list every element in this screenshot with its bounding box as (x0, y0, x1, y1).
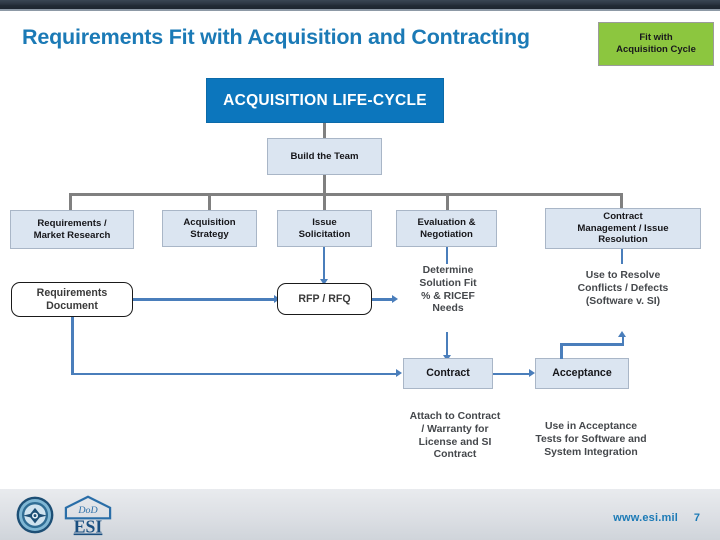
artifact-label-contract: Contract (426, 366, 470, 379)
artifact-label-rfp-rfq: RFP / RFQ (298, 292, 351, 305)
build-the-team-box: Build the Team (267, 138, 382, 175)
dod-seal-icon (16, 496, 54, 534)
phase-box-requirements-market-research: Requirements /Market Research (10, 210, 134, 249)
connector-drop-acquisition-strategy (208, 193, 211, 210)
phase-box-evaluation-negotiation: Evaluation &Negotiation (396, 210, 497, 247)
svg-text:DoD: DoD (77, 505, 98, 516)
connector-acceptance-elbow (560, 343, 624, 346)
connector-contract-mgmt-to-caption (621, 249, 623, 264)
connector-acceptance-up (560, 343, 563, 359)
connector-phase-bus (69, 193, 623, 196)
caption-determine-solution-fit: Determine Solution Fit % & RICEF Needs (419, 265, 477, 315)
badge-line-2: Acquisition Cycle (616, 44, 696, 55)
arrowhead-reqdoc-to-contract (396, 369, 402, 377)
connector-acceptance-to-resolve (621, 336, 624, 345)
footer-page-number: 7 (693, 512, 700, 524)
artifact-label-acceptance: Acceptance (552, 366, 612, 379)
phase-label-evaluation-negotiation: Evaluation &Negotiation (417, 217, 476, 240)
acquisition-life-cycle-header-box: ACQUISITION LIFE-CYCLE (206, 78, 444, 123)
connector-drop-contract-management (620, 193, 623, 210)
caption-use-to-resolve: Use to Resolve Conflicts / Defects (Soft… (577, 270, 669, 307)
arrowhead-acceptance-to-resolve (618, 331, 626, 337)
footer-website-link[interactable]: www.esi.mil (613, 512, 678, 524)
top-decor-strip (0, 0, 720, 9)
phase-label-requirements-market-research: Requirements /Market Research (33, 218, 111, 241)
footer-bar (0, 488, 720, 540)
page-title: Requirements Fit with Acquisition and Co… (22, 25, 530, 49)
fit-with-acquisition-cycle-badge: Fit with Acquisition Cycle (598, 22, 714, 66)
connector-reqdoc-to-contract (71, 372, 398, 375)
artifact-box-rfp-rfq: RFP / RFQ (277, 283, 372, 315)
connector-reqdoc-to-rfp (133, 298, 276, 301)
connector-determine-to-contract (446, 332, 448, 357)
svg-text:ESI: ESI (74, 517, 103, 536)
caption-attach-to-contract: Attach to Contract / Warranty for Licens… (409, 411, 501, 461)
connector-header-to-build-team (323, 123, 326, 138)
arrowhead-solicitation-to-rfp (319, 279, 328, 285)
connector-drop-requirements (69, 193, 72, 210)
artifact-box-acceptance: Acceptance (535, 358, 629, 389)
acquisition-life-cycle-label: ACQUISITION LIFE-CYCLE (223, 91, 427, 109)
dod-esi-logo-icon: DoD ESI (64, 495, 112, 536)
connector-solicitation-to-rfp (323, 247, 325, 280)
connector-build-team-to-bus (323, 175, 326, 193)
connector-reqdoc-down (71, 317, 74, 375)
arrowhead-contract-to-acceptance (529, 369, 535, 377)
badge-line-1: Fit with (639, 32, 673, 43)
artifact-box-contract: Contract (403, 358, 493, 389)
connector-evaluation-to-caption (446, 247, 448, 264)
top-decor-strip-edge (0, 9, 720, 11)
arrowhead-rfp-to-determine-caption (392, 294, 398, 303)
build-the-team-label: Build the Team (290, 150, 359, 162)
connector-drop-issue-solicitation (323, 193, 326, 210)
connector-contract-to-acceptance (493, 372, 531, 375)
connector-drop-evaluation-negotiation (446, 193, 449, 210)
connector-rfp-to-determine-caption (372, 298, 394, 301)
caption-use-in-acceptance: Use in Acceptance Tests for Software and… (535, 421, 647, 458)
